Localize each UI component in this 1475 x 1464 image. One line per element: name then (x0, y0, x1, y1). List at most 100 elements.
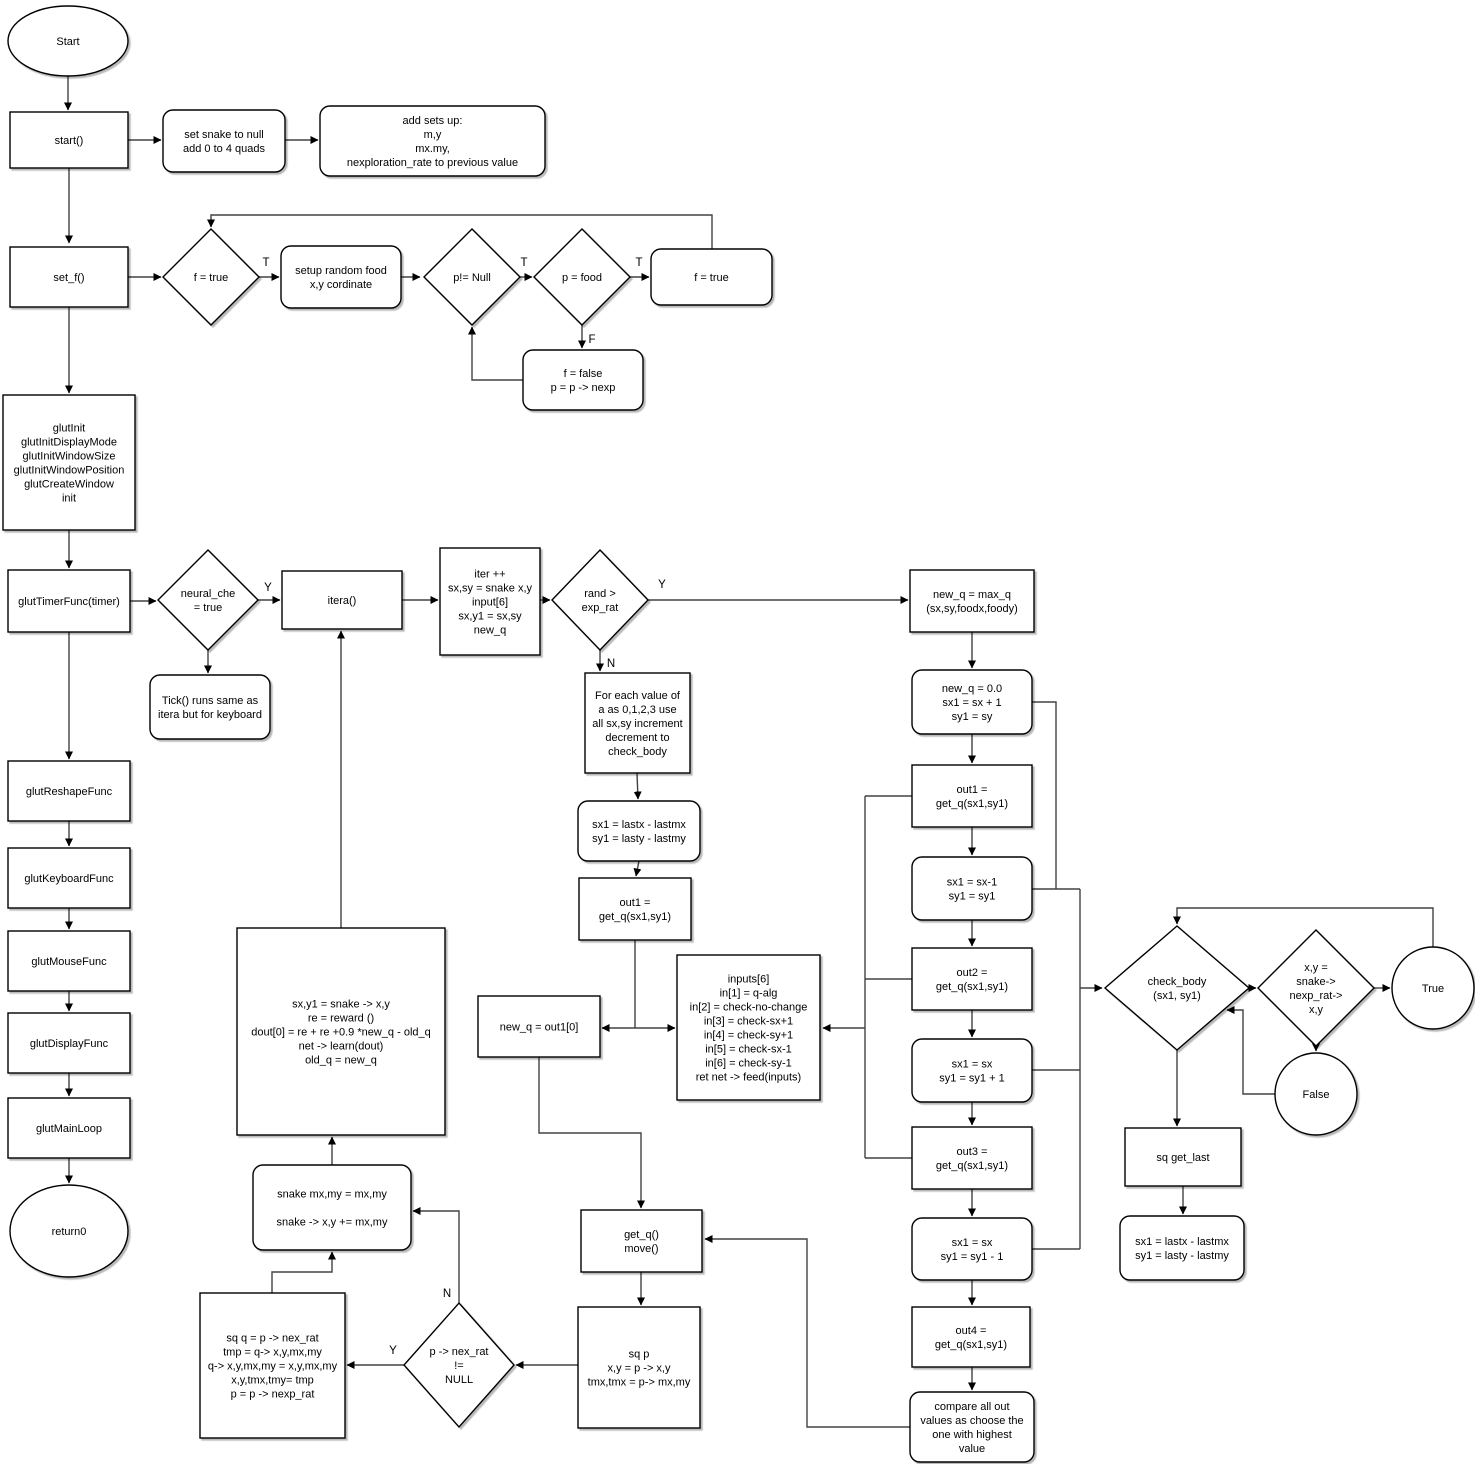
edge-label-n-6: N (607, 658, 615, 670)
node-d-checkbody: check_body(sx1, sy1) (1103, 925, 1251, 1051)
node-itera: itera() (281, 570, 403, 630)
d-f-true-shape (162, 228, 260, 326)
edge-22 (633, 860, 642, 877)
out1-r-label: out1 =get_q(sx1,sy1) (936, 784, 1008, 810)
true-circle-label: True (1422, 983, 1444, 995)
snake-move-label: snake mx,my = mx,my snake -> x,y += mx,m… (277, 1189, 388, 1229)
d-checkbody-shape (1103, 925, 1251, 1051)
glut-timer-label: glutTimerFunc(timer) (18, 596, 120, 608)
glut-mouse-shape (7, 930, 131, 992)
glut-display-shape (7, 1012, 131, 1074)
sq-p-shape (577, 1306, 701, 1429)
sy-plus-shape (911, 1038, 1033, 1103)
glut-display-label: glutDisplayFunc (30, 1038, 109, 1050)
out1-mid-shape (578, 877, 692, 941)
edge-49 (1226, 1006, 1275, 1095)
glut-timer-shape (7, 569, 131, 633)
set-f-label: set_f() (53, 272, 84, 284)
edge-21 (633, 772, 642, 800)
d-xysnake-shape (1257, 929, 1375, 1047)
out1-r-shape (911, 764, 1033, 828)
node-out3-r: out3 =get_q(sx1,sy1) (911, 1126, 1033, 1190)
sx-minus-shape (911, 856, 1033, 921)
f-true-box-label: f = true (694, 272, 729, 284)
start-shape (7, 5, 129, 77)
out4-r-label: out4 =get_q(sx1,sy1) (935, 1325, 1007, 1351)
edge-label-t-1: T (520, 257, 527, 269)
node-start-fn: start() (9, 111, 129, 169)
itera-shape (281, 570, 403, 630)
glut-keyboard-shape (7, 847, 131, 909)
d-neural-shape (157, 549, 259, 651)
newq-out1-label: new_q = out1[0] (500, 1022, 579, 1034)
newq-maxq-shape (909, 569, 1035, 633)
newq-maxq-label: new_q = max_q(sx,sy,foodx,foody) (926, 589, 1018, 615)
true-circle-shape (1391, 946, 1475, 1030)
glut-mouse-label: glutMouseFunc (31, 956, 107, 968)
return0-label: return0 (52, 1226, 87, 1238)
edge-53 (538, 1057, 645, 1209)
node-d-f-true: f = true (162, 228, 260, 326)
node-out1-mid: out1 =get_q(sx1,sy1) (578, 877, 692, 941)
itera-label: itera() (328, 595, 357, 607)
node-out2-r: out2 =get_q(sx1,sy1) (911, 947, 1033, 1011)
node-getq-move: get_q()move() (580, 1209, 703, 1273)
f-true-box-shape (650, 248, 773, 306)
d-p-null-shape (423, 228, 521, 326)
d-rand-label: rand >exp_rat (582, 588, 619, 614)
node-glut-keyboard: glutKeyboardFunc (7, 847, 131, 909)
set-snake-shape (162, 109, 286, 173)
setup-food-shape (280, 245, 402, 309)
foreach-shape (584, 672, 691, 774)
start-label: Start (56, 36, 79, 48)
f-false-box-shape (522, 349, 644, 411)
node-set-f: set_f() (9, 246, 129, 308)
edge-39 (1032, 701, 1057, 889)
node-out4-r: out4 =get_q(sx1,sy1) (911, 1306, 1031, 1368)
out3-r-shape (911, 1126, 1033, 1190)
getq-move-label: get_q()move() (624, 1229, 659, 1255)
iter-inc-shape (439, 547, 541, 656)
edge-45 (704, 1235, 910, 1428)
node-glut-reshape: glutReshapeFunc (7, 760, 131, 822)
sq-getlast-label: sq get_last (1156, 1152, 1209, 1164)
node-snake-move: snake mx,my = mx,my snake -> x,y += mx,m… (252, 1164, 412, 1251)
sy-minus-shape (911, 1217, 1033, 1281)
node-glut-timer: glutTimerFunc(timer) (7, 569, 131, 633)
d-xysnake-label: x,y =snake->nexp_rat->x,y (1290, 962, 1343, 1016)
tick-note-shape (149, 674, 271, 740)
add-sets-shape (319, 105, 546, 177)
node-d-p-food: p = food (533, 228, 631, 326)
d-f-true-label: f = true (194, 272, 229, 284)
inputs-box-shape (676, 954, 821, 1101)
d-p-food-label: p = food (562, 272, 602, 284)
newq-zero-shape (911, 669, 1033, 735)
edge-label-n-8: N (443, 1288, 451, 1300)
out2-r-shape (911, 947, 1033, 1011)
d-pnex-label: p -> nex_rat!=NULL (429, 1346, 488, 1386)
d-p-food-shape (533, 228, 631, 326)
node-newq-out1: new_q = out1[0] (477, 995, 601, 1058)
